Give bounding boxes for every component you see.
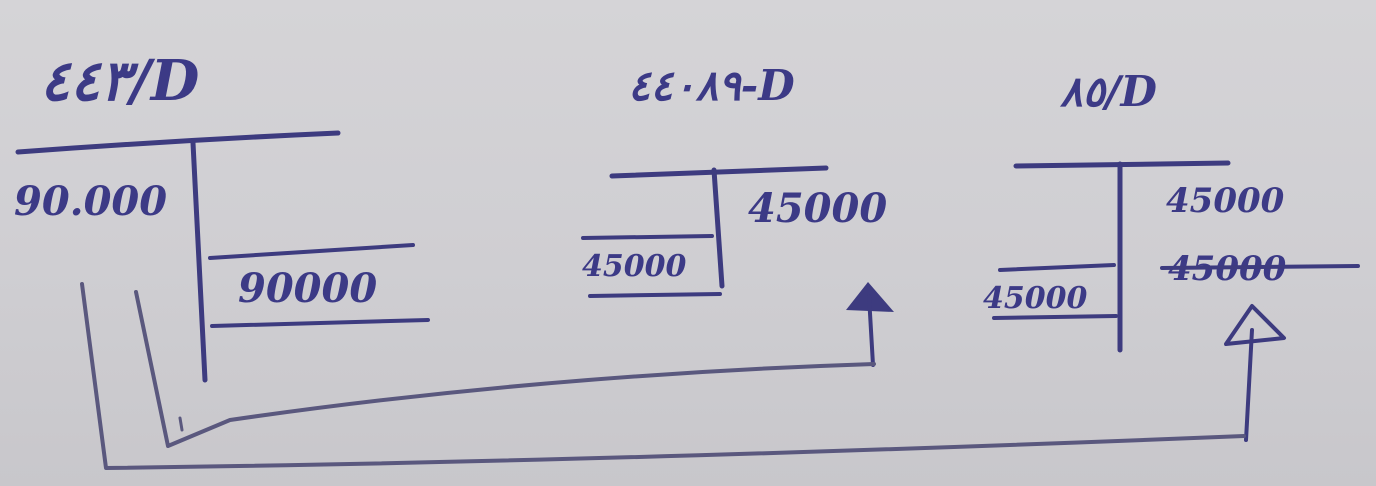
account-2-debit-entry-1: 45000 [582, 249, 686, 284]
account-2-debit-underline-top [581, 234, 714, 240]
up-arrow-icon [1224, 304, 1286, 346]
arrow-2-shaft [867, 294, 875, 367]
t-account-3: ٨٥/D 45000 45000 45000 [983, 67, 1360, 442]
account-1-title: ٤٤٣/D [40, 48, 200, 114]
account-3-debit-underline-top [998, 263, 1116, 272]
t-account-1: ٤٤٣/D 90.000 90000 [14, 48, 430, 383]
account-3-debit-entry-1: 45000 [983, 281, 1087, 316]
account-2-debit-underline-bottom [588, 292, 722, 298]
account-1-credit-underline-bottom [210, 318, 430, 328]
account-3-debit-underline-bottom [992, 314, 1118, 320]
account-2-title: ٤٤٠٨٩-D [628, 61, 795, 110]
account-3-title: ٨٥/D [1059, 67, 1157, 116]
flow-line-to-account-2 [134, 290, 876, 448]
account-1-credit-entry-1: 90000 [238, 265, 377, 312]
t-account-1-top-line [15, 130, 341, 155]
account-2-credit-entry-1: 45000 [748, 185, 887, 232]
account-3-credit-entry-1: 45000 [1166, 181, 1285, 221]
t-account-1-center-line [190, 140, 208, 383]
transfer-arrows [80, 282, 1246, 470]
t-account-2-top-line [609, 165, 829, 179]
t-account-2: ٤٤٠٨٩-D 45000 45000 [581, 61, 894, 367]
ink-tick-mark [178, 416, 184, 432]
t-account-2-center-line [711, 167, 725, 289]
account-1-debit-entry-1: 90.000 [14, 178, 167, 225]
account-1-credit-underline-top [208, 243, 415, 260]
flow-line-to-account-3 [80, 282, 1246, 470]
strikethrough-line [1160, 264, 1360, 270]
arrow-3-shaft [1244, 328, 1254, 442]
